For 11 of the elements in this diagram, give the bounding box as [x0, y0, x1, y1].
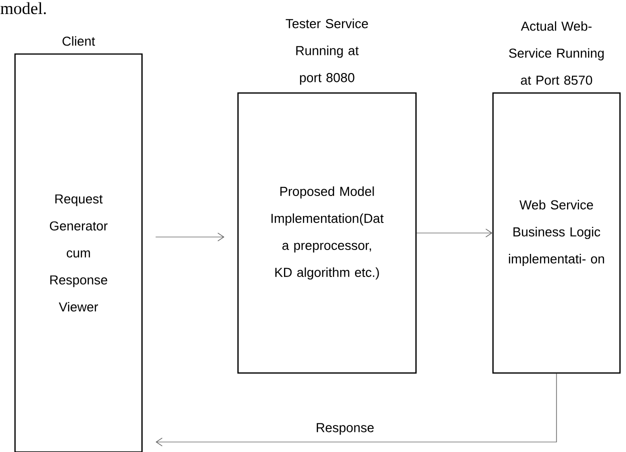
box-heading: Client [62, 36, 96, 46]
caption-fragment: model. [0, 2, 46, 14]
process-box: Web Service Business Logic implementati- on [492, 92, 621, 374]
arrow [156, 373, 557, 446]
box-heading: Actual Web- Service Running at Port 8570 [509, 21, 604, 85]
edge-label: Response [316, 423, 374, 435]
process-box: Request Generator cum Response Viewer [14, 53, 143, 452]
arrow [155, 232, 224, 242]
box-heading: Tester Service Running at port 8080 [286, 18, 368, 85]
process-box: Proposed Model Implementation(Dat a preprocessor, KD algorithm etc.) [237, 92, 417, 374]
arrow [416, 228, 492, 238]
